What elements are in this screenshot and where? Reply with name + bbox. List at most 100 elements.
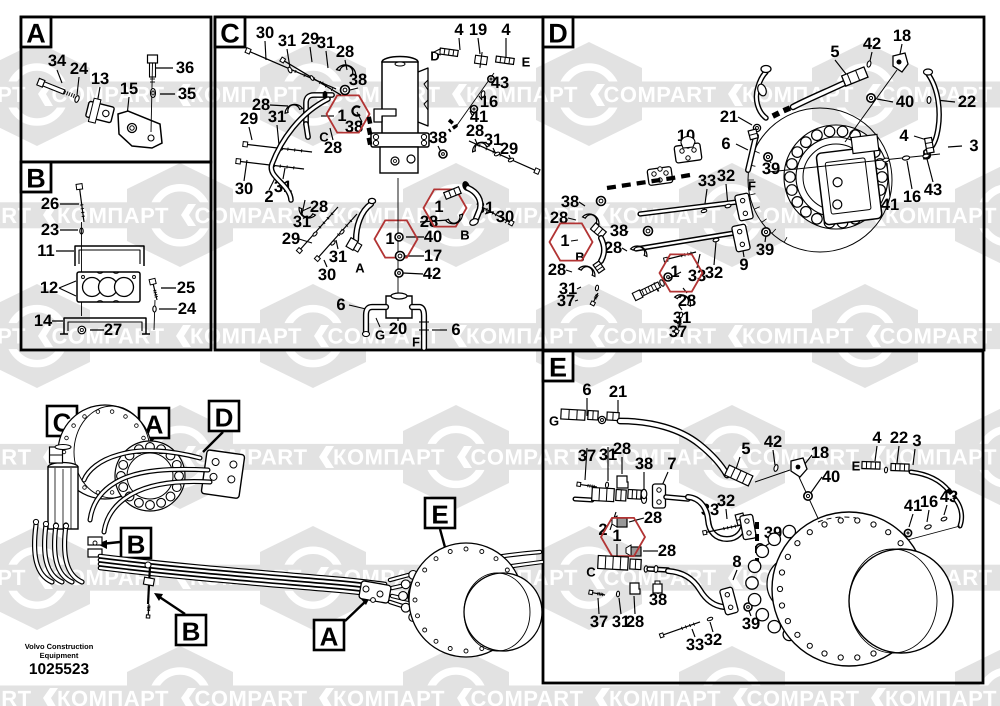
svg-text:1: 1 xyxy=(385,230,394,248)
svg-text:34: 34 xyxy=(48,52,67,70)
svg-text:D: D xyxy=(215,403,234,433)
svg-text:38: 38 xyxy=(610,222,628,240)
svg-text:C: C xyxy=(586,565,596,580)
svg-text:16: 16 xyxy=(480,93,498,111)
svg-text:30: 30 xyxy=(235,180,253,198)
svg-text:6: 6 xyxy=(336,296,345,314)
svg-text:40: 40 xyxy=(822,468,840,486)
svg-text:COMPART: COMPART xyxy=(470,444,583,469)
svg-text:11: 11 xyxy=(37,242,54,260)
svg-text:COMPART: COMPART xyxy=(194,203,307,228)
svg-text:31: 31 xyxy=(317,34,335,52)
svg-text:КОМПАРТ: КОМПАРТ xyxy=(333,444,445,469)
svg-text:28: 28 xyxy=(604,239,622,257)
svg-text:40: 40 xyxy=(424,228,442,246)
svg-text:29: 29 xyxy=(240,110,258,128)
svg-text:1: 1 xyxy=(434,198,443,216)
svg-text:28: 28 xyxy=(658,542,676,560)
svg-text:28: 28 xyxy=(310,198,328,216)
svg-text:2: 2 xyxy=(598,521,607,539)
svg-text:КОМПАРТ: КОМПАРТ xyxy=(190,324,302,349)
svg-text:24: 24 xyxy=(70,60,89,78)
svg-text:G: G xyxy=(375,328,385,343)
svg-text:B: B xyxy=(460,228,469,243)
svg-text:B: B xyxy=(182,617,201,647)
svg-text:33: 33 xyxy=(686,636,704,654)
svg-text:28: 28 xyxy=(336,43,354,61)
svg-text:6: 6 xyxy=(582,381,591,399)
svg-text:COMPART: COMPART xyxy=(0,203,32,228)
svg-text:16: 16 xyxy=(903,188,921,206)
svg-text:1: 1 xyxy=(560,232,569,250)
svg-text:31: 31 xyxy=(559,280,577,298)
svg-text:28: 28 xyxy=(626,613,644,631)
svg-text:COMPART: COMPART xyxy=(0,444,32,469)
svg-text:E: E xyxy=(431,500,448,530)
svg-text:28: 28 xyxy=(644,509,662,527)
svg-text:31: 31 xyxy=(268,108,286,126)
svg-text:КОМПАРТ: КОМПАРТ xyxy=(0,565,26,590)
svg-text:B: B xyxy=(26,164,46,194)
svg-text:15: 15 xyxy=(120,80,138,98)
svg-text:28: 28 xyxy=(678,292,696,310)
svg-text:23: 23 xyxy=(41,221,59,239)
svg-text:16: 16 xyxy=(920,493,938,511)
svg-text:E: E xyxy=(522,55,531,70)
svg-text:C: C xyxy=(220,19,240,49)
svg-text:32: 32 xyxy=(704,631,722,649)
svg-text:42: 42 xyxy=(863,35,881,53)
svg-text:21: 21 xyxy=(720,108,738,126)
svg-text:КОМПАРТ: КОМПАРТ xyxy=(57,686,169,706)
svg-text:13: 13 xyxy=(91,70,109,88)
svg-text:COMPART: COMPART xyxy=(603,324,716,349)
svg-text:E: E xyxy=(549,353,567,383)
svg-text:F: F xyxy=(412,335,420,350)
svg-text:39: 39 xyxy=(742,615,760,633)
svg-text:3: 3 xyxy=(969,137,978,155)
svg-text:29: 29 xyxy=(500,140,518,158)
svg-text:18: 18 xyxy=(893,27,911,45)
svg-text:12: 12 xyxy=(40,279,58,297)
svg-text:6: 6 xyxy=(721,135,730,153)
svg-text:COMPART: COMPART xyxy=(879,324,992,349)
svg-text:D: D xyxy=(548,19,568,49)
svg-text:1: 1 xyxy=(337,107,346,125)
svg-text:5: 5 xyxy=(830,43,839,61)
svg-text:32: 32 xyxy=(717,167,735,185)
svg-text:4: 4 xyxy=(454,21,464,39)
svg-text:F: F xyxy=(748,179,756,194)
svg-text:37: 37 xyxy=(557,292,575,310)
svg-text:38: 38 xyxy=(561,193,579,211)
svg-text:14: 14 xyxy=(34,312,53,330)
svg-text:A: A xyxy=(320,622,339,652)
svg-text:22: 22 xyxy=(890,429,908,447)
svg-text:28: 28 xyxy=(324,139,342,157)
svg-text:38: 38 xyxy=(635,455,653,473)
svg-text:43: 43 xyxy=(491,74,509,92)
svg-text:4: 4 xyxy=(501,21,511,39)
svg-text:9: 9 xyxy=(739,256,748,274)
svg-text:22: 22 xyxy=(958,93,976,111)
svg-text:A: A xyxy=(145,410,164,440)
svg-text:1025523: 1025523 xyxy=(29,661,90,678)
svg-text:B: B xyxy=(127,530,146,560)
svg-text:3: 3 xyxy=(912,432,921,450)
svg-text:17: 17 xyxy=(424,247,442,265)
svg-text:29: 29 xyxy=(282,230,300,248)
svg-text:КОМПАРТ: КОМПАРТ xyxy=(742,324,854,349)
svg-text:28: 28 xyxy=(548,261,566,279)
svg-text:32: 32 xyxy=(717,492,735,510)
svg-text:КОМПАРТ: КОМПАРТ xyxy=(333,686,445,706)
svg-text:28: 28 xyxy=(613,440,631,458)
svg-text:Volvo Construction: Volvo Construction xyxy=(25,642,94,651)
svg-text:8: 8 xyxy=(732,553,741,571)
svg-text:A: A xyxy=(355,261,365,276)
svg-text:7: 7 xyxy=(667,455,676,473)
svg-text:29: 29 xyxy=(301,30,319,48)
svg-text:КОМПАРТ: КОМПАРТ xyxy=(885,686,997,706)
svg-text:38: 38 xyxy=(429,129,447,147)
svg-text:Equipment: Equipment xyxy=(40,651,79,660)
svg-text:38: 38 xyxy=(349,71,367,89)
svg-text:COMPART: COMPART xyxy=(603,82,716,107)
svg-text:КОМПАРТ: КОМПАРТ xyxy=(885,203,997,228)
